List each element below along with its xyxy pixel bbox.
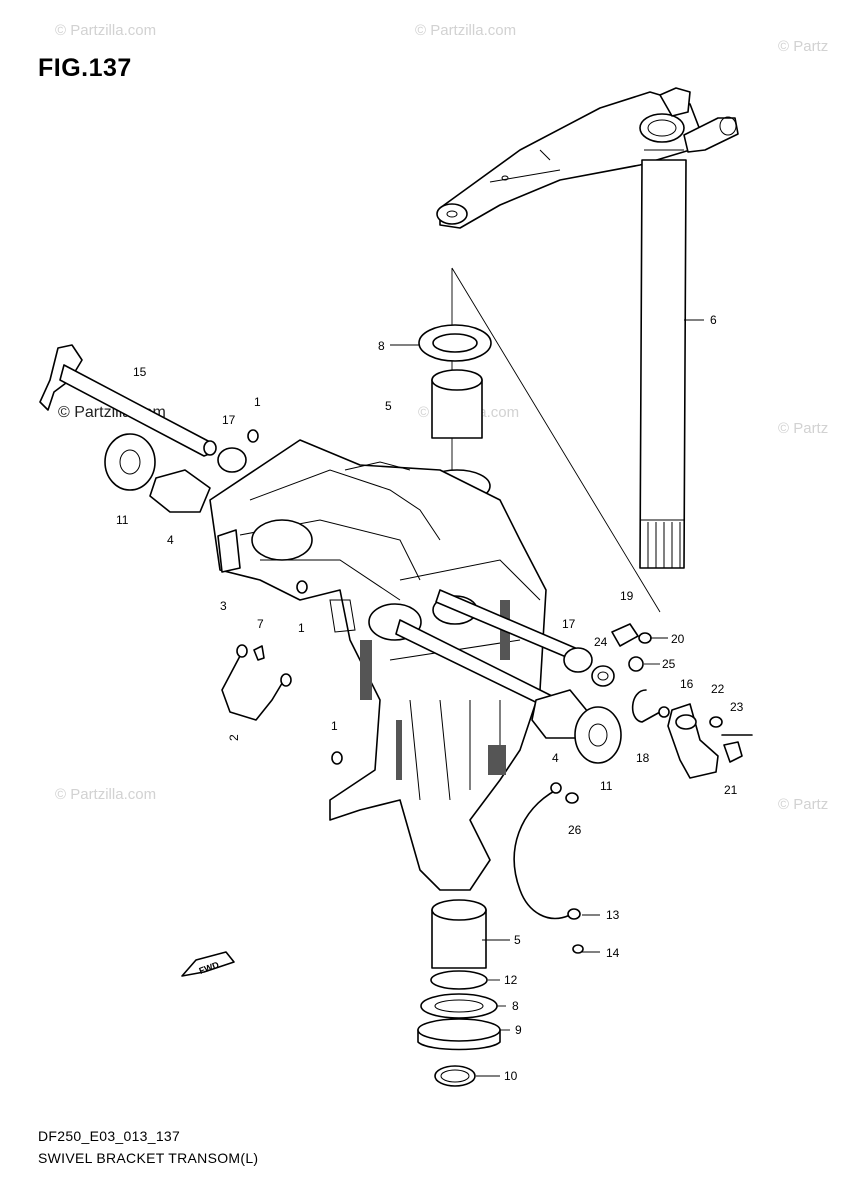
hardware-right-drawing xyxy=(591,623,753,779)
callout-5-top: 5 xyxy=(385,399,392,413)
callout-26: 26 xyxy=(568,823,582,837)
callout-7: 7 xyxy=(257,617,264,631)
leader-lines xyxy=(390,319,704,1077)
callout-2: 2 xyxy=(227,734,241,741)
watermark: © Partzilla.com xyxy=(55,786,157,803)
watermark: © Partzilla.com xyxy=(415,22,517,39)
forward-arrow: FWD xyxy=(181,951,235,977)
steering-arm-drawing xyxy=(436,87,739,229)
callout-22: 22 xyxy=(711,682,725,696)
callout-21: 21 xyxy=(724,783,738,797)
callout-20: 20 xyxy=(671,632,685,646)
steering-shaft-drawing xyxy=(639,149,687,569)
callout-16: 16 xyxy=(680,677,694,691)
callouts: 6 8 15 5 17 1 11 4 3 1 7 2 1 19 17 20 24… xyxy=(116,313,744,1083)
callout-4-left: 4 xyxy=(167,533,174,547)
watermark: © Partz xyxy=(778,420,829,437)
watermark: © Partzilla.com xyxy=(55,22,157,39)
bolts-1-drawing xyxy=(247,429,343,765)
callout-13: 13 xyxy=(606,908,620,922)
watermark: © Partz xyxy=(778,796,829,813)
footer-name: SWIVEL BRACKET TRANSOM(L) xyxy=(38,1150,259,1166)
callout-9: 9 xyxy=(515,1023,522,1037)
callout-1-mid: 1 xyxy=(298,621,305,635)
footer-code: DF250_E03_013_137 xyxy=(38,1128,181,1144)
callout-11-right: 11 xyxy=(600,779,613,793)
callout-10: 10 xyxy=(504,1069,518,1083)
figure-title: FIG.137 xyxy=(38,54,132,82)
tilt-tube-drawing xyxy=(39,344,247,513)
swivel-bracket-drawing xyxy=(209,439,547,891)
callout-11-left: 11 xyxy=(116,513,129,527)
callout-19: 19 xyxy=(620,589,634,603)
ground-wire-26-drawing xyxy=(513,782,581,920)
watermark: © Partz xyxy=(778,38,829,55)
cross-shafts-drawing xyxy=(395,589,622,764)
callout-6: 6 xyxy=(710,313,717,327)
callout-4-right: 4 xyxy=(552,751,559,765)
callout-17-right: 17 xyxy=(562,617,576,631)
ground-wire-2-drawing xyxy=(221,644,292,721)
callout-14: 14 xyxy=(606,946,620,960)
callout-15: 15 xyxy=(133,365,147,379)
callout-1-low: 1 xyxy=(331,719,338,733)
callout-3: 3 xyxy=(220,599,227,613)
callout-8-bottom: 8 xyxy=(512,999,519,1013)
callout-23: 23 xyxy=(730,700,744,714)
callout-24: 24 xyxy=(594,635,608,649)
callout-12: 12 xyxy=(504,973,518,987)
callout-5-bottom: 5 xyxy=(514,933,521,947)
callout-1-top: 1 xyxy=(254,395,261,409)
callout-8-top: 8 xyxy=(378,339,385,353)
callout-17-left: 17 xyxy=(222,413,236,427)
lower-bush-stack-drawing xyxy=(417,899,584,1087)
callout-18: 18 xyxy=(636,751,650,765)
callout-25: 25 xyxy=(662,657,676,671)
